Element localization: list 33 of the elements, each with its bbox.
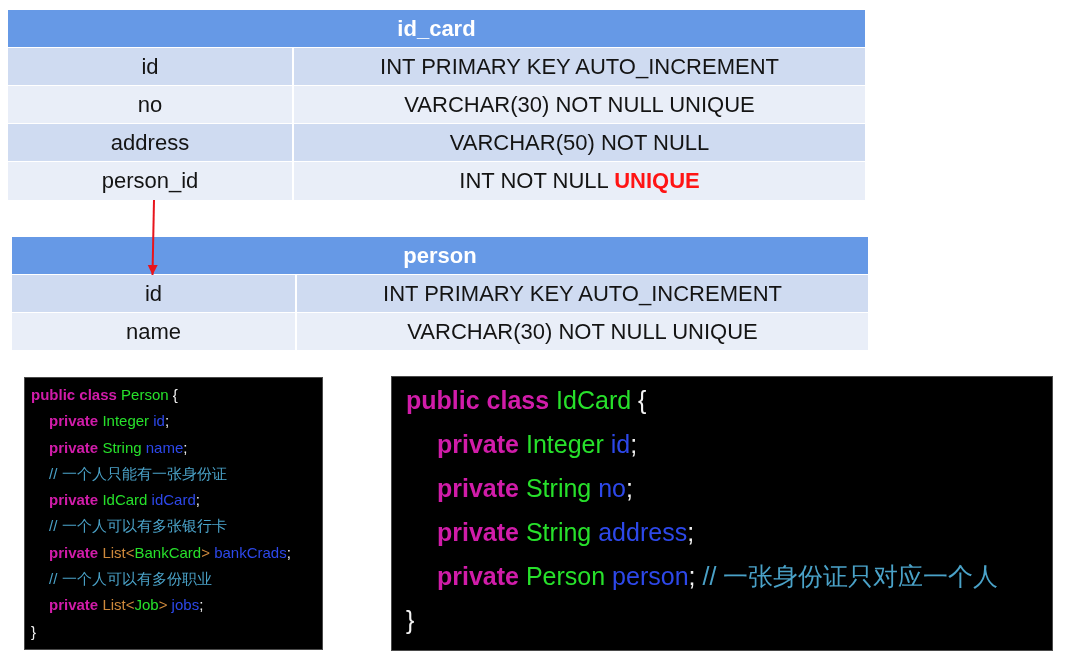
column-type-cell: INT PRIMARY KEY AUTO_INCREMENT [297, 275, 868, 312]
code-line: private Person person; // 一张身份证只对应一个人 [437, 561, 999, 592]
code-line: private String address; [437, 517, 695, 548]
column-type-cell: INT PRIMARY KEY AUTO_INCREMENT [294, 48, 865, 85]
code-line: // 一个人只能有一张身份证 [49, 463, 227, 484]
arrow [147, 199, 158, 276]
code-line: private IdCard idCard; [49, 490, 200, 511]
code-line: public class IdCard { [406, 385, 647, 416]
code-block [391, 376, 1053, 651]
code-line: private String name; [49, 437, 188, 458]
code-line: } [406, 605, 415, 636]
code-line: private List<BankCard> bankCrads; [49, 542, 291, 563]
table-header: id_card [8, 10, 865, 47]
code-line: public class Person { [31, 385, 178, 405]
code-line: } [31, 621, 36, 642]
column-name-cell: id [8, 48, 292, 85]
table-header: person [12, 237, 868, 274]
code-line: // 一个人可以有多份职业 [49, 569, 212, 590]
code-line: private String no; [437, 473, 633, 504]
code-line: private List<Job> jobs; [49, 595, 204, 616]
column-name-cell: person_id [8, 162, 292, 200]
column-type-cell: VARCHAR(50) NOT NULL [294, 124, 865, 161]
column-type-cell: VARCHAR(30) NOT NULL UNIQUE [297, 313, 868, 350]
code-line: private Integer id; [437, 429, 638, 460]
column-type-cell: VARCHAR(30) NOT NULL UNIQUE [294, 86, 865, 123]
code-block [24, 377, 323, 650]
column-type-cell: INT NOT NULL UNIQUE [294, 162, 865, 200]
column-name-cell: address [8, 124, 292, 161]
column-name-cell: name [12, 313, 295, 350]
code-line: // 一个人可以有多张银行卡 [49, 516, 227, 537]
code-line: private Integer id; [49, 411, 170, 432]
column-name-cell: no [8, 86, 292, 123]
column-name-cell: id [12, 275, 295, 312]
